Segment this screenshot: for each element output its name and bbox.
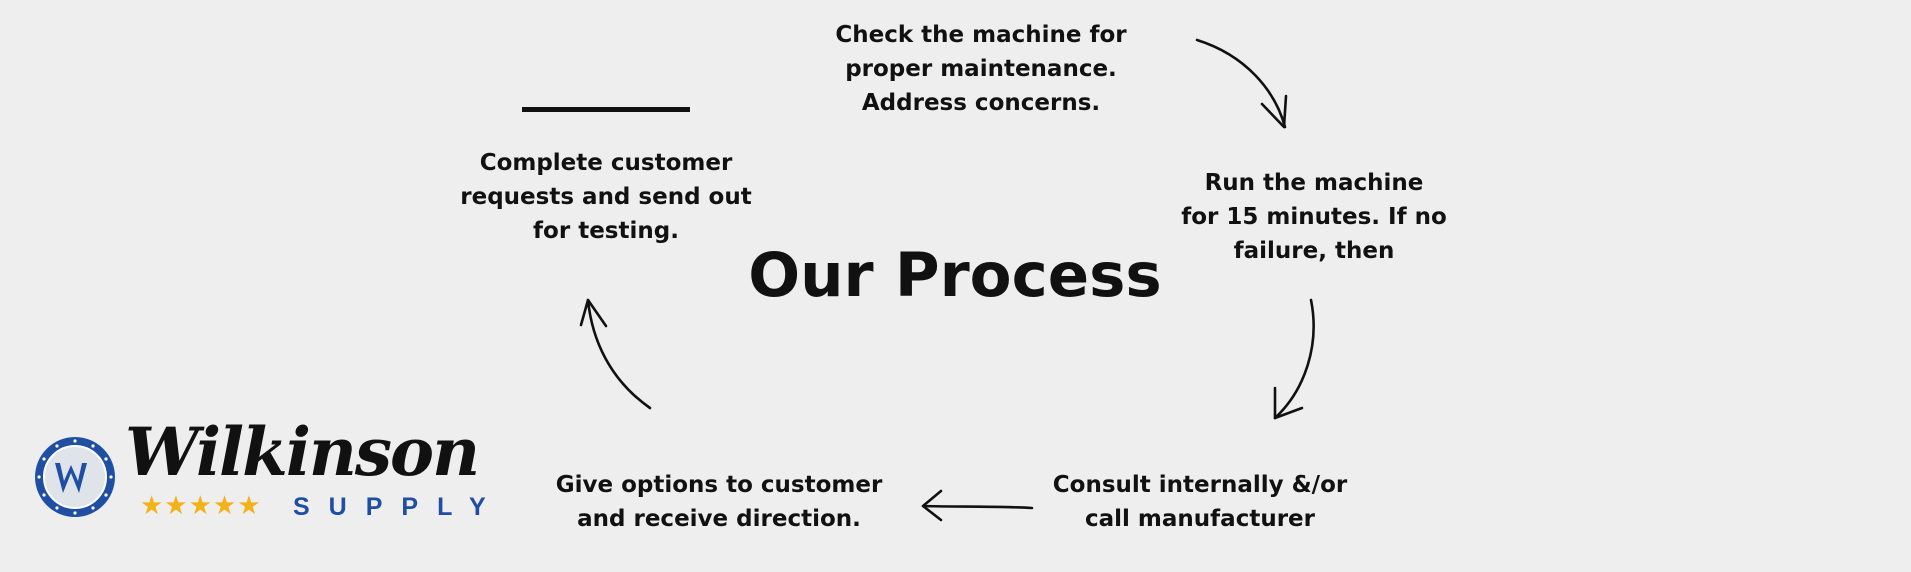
process-step-give-options: Give options to customer and receive dir… xyxy=(555,472,883,532)
wilkinson-supply-logo: Wilkinson ★★★★★ SUPPLY xyxy=(30,413,490,533)
arrow-icon xyxy=(1195,38,1288,129)
logo-stars: ★★★★★ xyxy=(140,490,262,520)
arrow-icon xyxy=(1273,298,1315,420)
process-step-check-machine: Check the machine for proper maintenance… xyxy=(835,22,1127,116)
logo-tagline: SUPPLY xyxy=(293,493,505,521)
process-step-run-machine: Run the machine for 15 minutes. If no fa… xyxy=(1181,170,1447,264)
arrow-icon xyxy=(921,489,1034,522)
process-step-complete-requests: Complete customer requests and send out … xyxy=(460,150,752,244)
logo-wordmark: Wilkinson xyxy=(125,413,480,491)
logo-badge-icon xyxy=(35,437,115,517)
process-step-consult: Consult internally &/or call manufacture… xyxy=(1052,472,1348,532)
diagram-title: Our Process xyxy=(748,240,1162,311)
divider-line xyxy=(522,107,690,112)
arrow-icon xyxy=(579,298,652,410)
